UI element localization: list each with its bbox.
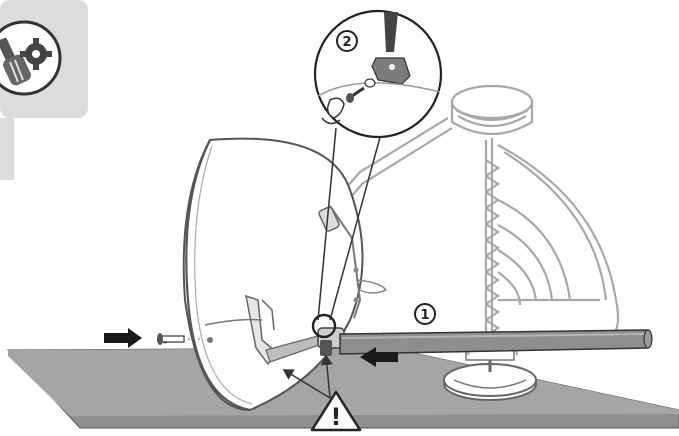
warning-symbol: ! — [331, 403, 342, 431]
step-1-badge: 1 — [415, 304, 435, 324]
insert-arrow-left — [104, 328, 142, 348]
step-1-label: 1 — [420, 308, 429, 323]
step-2-label: 2 — [342, 35, 351, 50]
tool-badge — [0, 0, 88, 180]
detail-callout: 2 — [315, 11, 441, 137]
base-wheel — [444, 350, 536, 400]
rod-part-1 — [340, 330, 652, 354]
